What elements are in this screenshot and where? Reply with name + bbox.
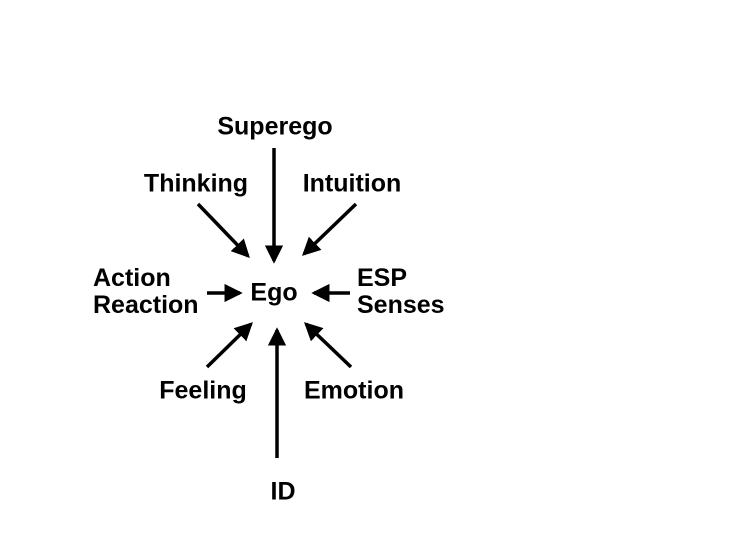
node-senses-line: Senses [357,291,445,319]
node-feeling: Feeling [159,376,247,405]
arrow-emotion-to-ego [304,322,353,369]
node-ego-center: Ego [250,278,298,307]
node-superego: Superego [217,112,333,141]
node-action-line: Action [93,264,171,292]
arrow-intuition-to-ego [302,202,358,256]
arrow-feeling-to-ego [205,322,253,369]
node-id: ID [270,477,296,506]
node-action-reaction: Action Reaction [93,265,199,319]
node-thinking: Thinking [143,169,249,198]
arrow-thinking-to-ego [196,202,250,258]
node-esp-line: ESP [357,264,408,292]
node-reaction-line: Reaction [93,291,199,319]
node-emotion: Emotion [304,376,404,405]
node-esp-senses: ESP Senses [357,265,445,319]
node-intuition: Intuition [302,169,402,198]
